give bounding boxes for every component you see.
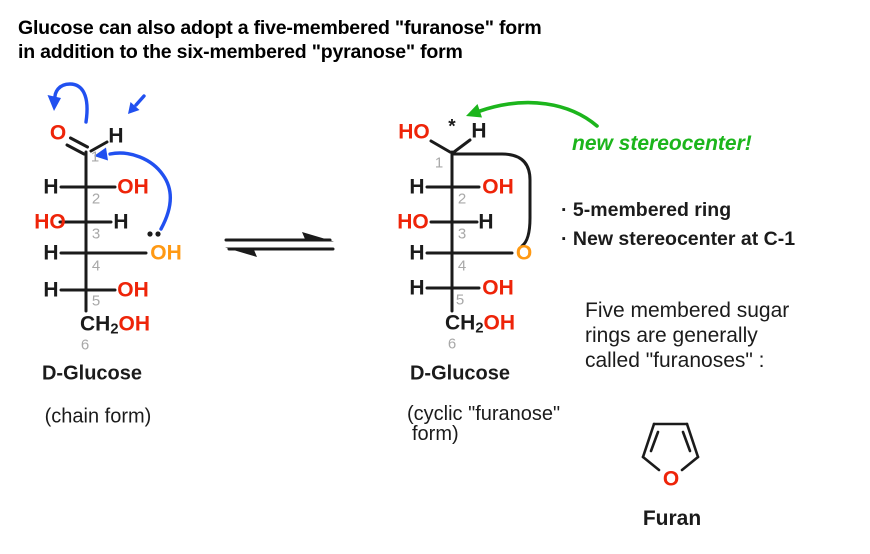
atom-label: HO — [398, 120, 430, 144]
atom-label: H — [409, 241, 425, 265]
left-structure-name: D-Glucose — [41, 362, 143, 385]
equilibrium-arrows — [224, 232, 335, 257]
note-line-1: Five membered sugar — [585, 299, 790, 322]
carbon-number: 3 — [91, 225, 101, 243]
lone-pair-dot — [147, 231, 153, 237]
atom-label: HO — [397, 210, 429, 234]
right-caption-line-1: (cyclic "furanose" — [407, 403, 561, 425]
left-structure-bonds — [58, 136, 161, 313]
atom-label: H — [478, 210, 494, 234]
blue-arrow-carbonyl — [47, 82, 89, 124]
new-stereocenter-label: new stereocenter! — [572, 132, 752, 155]
furan-label: Furan — [642, 507, 702, 530]
furanose-note: Five membered sugar rings are generally … — [585, 298, 789, 373]
furan-oxygen: O — [662, 467, 680, 491]
title-line-2: in addition to the six-membered "pyranos… — [18, 41, 463, 63]
right-structure-bonds — [425, 138, 532, 313]
bullet-dot: · — [561, 228, 568, 250]
atom-label: H — [409, 175, 425, 199]
atom-label: CH2OH — [445, 311, 516, 337]
bullet-list: · 5-membered ring · New stereocenter at … — [561, 196, 795, 254]
bullet-item: · New stereocenter at C-1 — [561, 225, 795, 254]
carbon-number: 6 — [447, 335, 457, 353]
atom-label: CH2OH — [80, 312, 151, 338]
atom-label: OH — [482, 276, 514, 300]
note-line-3: called "furanoses" : — [585, 349, 765, 372]
atom-label: O — [49, 121, 67, 145]
note-line-2: rings are generally — [585, 324, 758, 347]
atom-label: H — [471, 119, 487, 143]
atom-label: H — [43, 278, 59, 302]
atom-label: OH — [117, 278, 149, 302]
lone-pair-dot — [155, 231, 161, 237]
carbon-number: 1 — [434, 154, 444, 172]
right-structure-name: D-Glucose — [409, 362, 511, 385]
atom-label: OH — [117, 175, 149, 199]
carbon-number: 6 — [80, 336, 90, 354]
atom-label: O — [515, 241, 533, 265]
ring-closure-bond — [452, 152, 532, 248]
carbon-number: 4 — [91, 257, 101, 275]
atom-label: H — [409, 276, 425, 300]
carbon-number: 1 — [90, 148, 100, 166]
blue-arrow-small — [128, 94, 146, 114]
atom-label: H — [43, 241, 59, 265]
bullet-item: · 5-membered ring — [561, 196, 795, 225]
carbon-number: 4 — [457, 257, 467, 275]
blue-curved-arrow-oh-to-c1 — [94, 147, 172, 231]
green-arrow-stereocenter — [466, 100, 599, 128]
title-line-1: Glucose can also adopt a five-membered "… — [18, 17, 542, 39]
bullet-text: 5-membered ring — [572, 199, 732, 221]
atom-label: HO — [34, 210, 66, 234]
atom-label: OH — [482, 175, 514, 199]
furan-ring — [641, 422, 700, 472]
right-caption-line-2: form) — [412, 423, 459, 445]
bullet-text: New stereocenter at C-1 — [572, 228, 796, 250]
atom-label: * — [448, 116, 456, 138]
atom-label: H — [113, 210, 129, 234]
carbon-number: 5 — [455, 291, 465, 309]
atom-label: H — [43, 175, 59, 199]
left-structure-caption: (chain form) — [44, 405, 152, 428]
carbon-number: 2 — [91, 190, 101, 208]
atom-label: H — [108, 124, 124, 148]
figure-title: Glucose can also adopt a five-membered "… — [18, 16, 542, 64]
carbon-number: 3 — [457, 225, 467, 243]
carbon-number: 2 — [457, 190, 467, 208]
bullet-dot: · — [561, 199, 568, 221]
right-structure-caption: (cyclic "furanose" form) — [407, 404, 560, 444]
atom-label: OH — [150, 241, 182, 265]
carbon-number: 5 — [91, 292, 101, 310]
